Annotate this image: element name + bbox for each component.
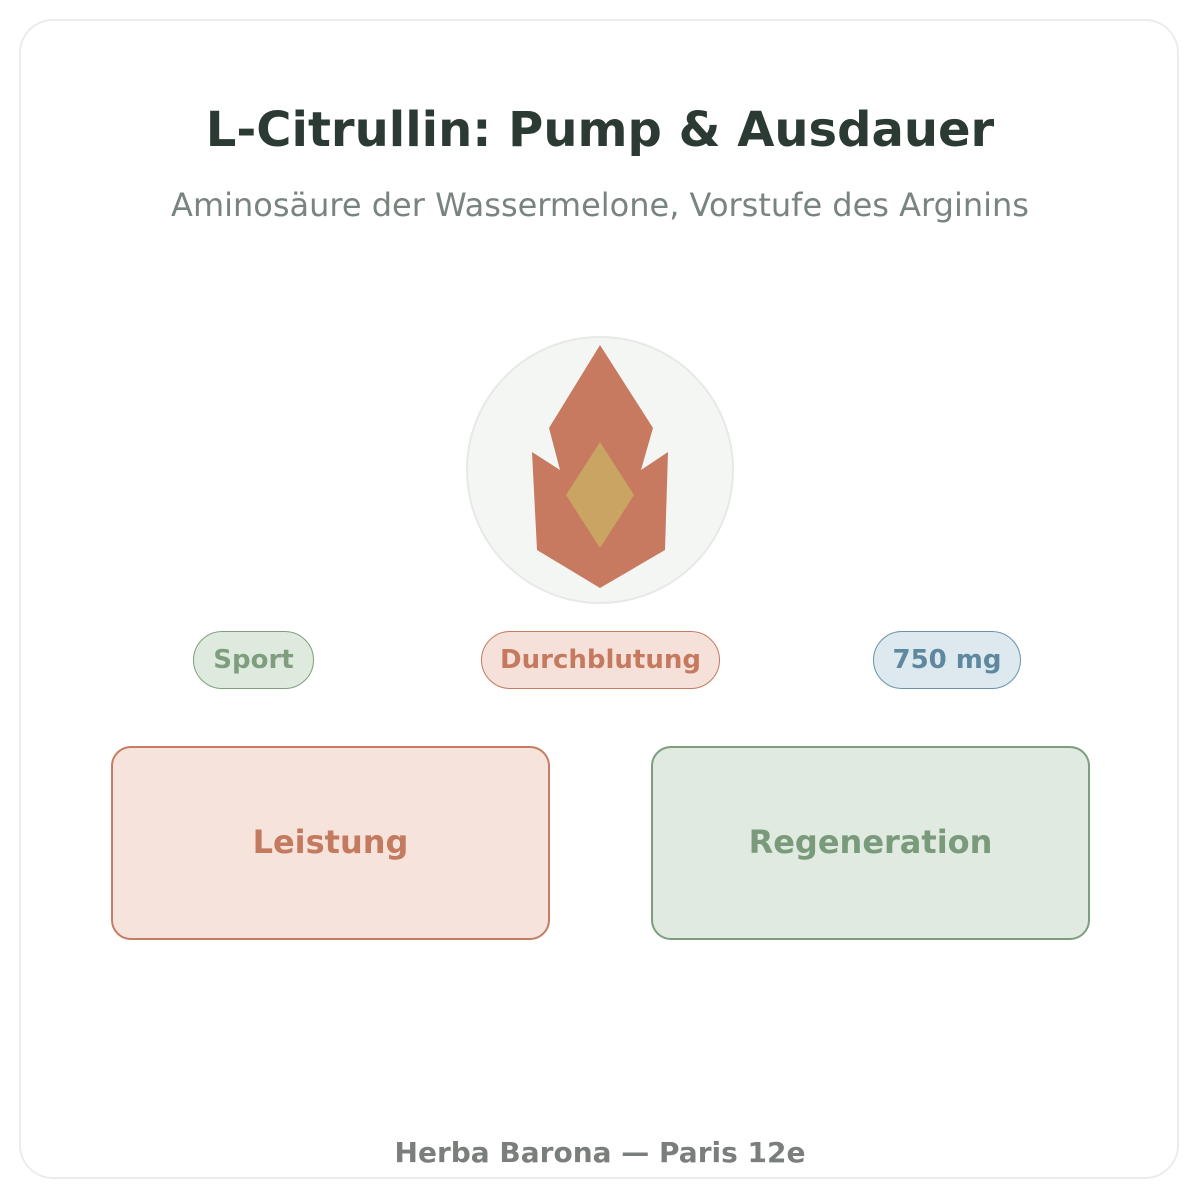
page-subtitle: Aminosäure der Wassermelone, Vorstufe de… <box>171 186 1029 224</box>
tag-dosage: 750 mg <box>873 631 1021 689</box>
tag-sport: Sport <box>193 631 314 689</box>
flame-core <box>566 442 634 548</box>
benefit-box-leistung: Leistung <box>111 746 550 940</box>
page-title: L-Citrullin: Pump & Ausdauer <box>205 102 995 158</box>
flame-icon <box>466 336 734 604</box>
tag-durchblutung: Durchblutung <box>481 631 720 689</box>
benefit-box-regeneration: Regeneration <box>651 746 1090 940</box>
footer-brand: Herba Barona — Paris 12e <box>394 1136 806 1169</box>
